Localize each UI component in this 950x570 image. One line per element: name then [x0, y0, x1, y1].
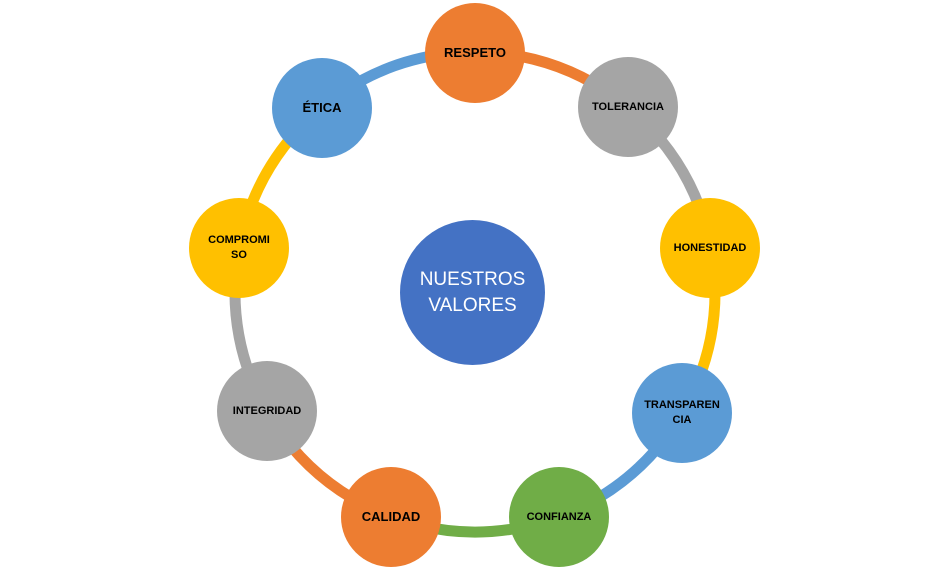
- node-respeto: RESPETO: [425, 3, 525, 103]
- node-integridad: INTEGRIDAD: [217, 361, 317, 461]
- node-label: TOLERANCIA: [592, 100, 664, 113]
- node-label: ÉTICA: [302, 100, 342, 116]
- node-label: CONFIANZA: [526, 510, 592, 523]
- node-label: COMPROMI SO: [208, 234, 270, 261]
- node-confianza: CONFIANZA: [509, 467, 609, 567]
- node-honestidad: HONESTIDAD: [660, 198, 760, 298]
- node-label: HONESTIDAD: [673, 241, 747, 254]
- node-label: RESPETO: [444, 45, 506, 61]
- node-calidad: CALIDAD: [341, 467, 441, 567]
- node-label: INTEGRIDAD: [232, 404, 302, 417]
- node-label: TRANSPAREN CIA: [644, 399, 720, 426]
- node-transparencia: TRANSPAREN CIA: [632, 363, 732, 463]
- center-circle: NUESTROS VALORES: [400, 220, 545, 365]
- center-label: NUESTROS VALORES: [419, 268, 526, 316]
- node-compromiso: COMPROMI SO: [189, 198, 289, 298]
- node-label: CALIDAD: [361, 509, 421, 525]
- node-etica: ÉTICA: [272, 58, 372, 158]
- node-tolerancia: TOLERANCIA: [578, 57, 678, 157]
